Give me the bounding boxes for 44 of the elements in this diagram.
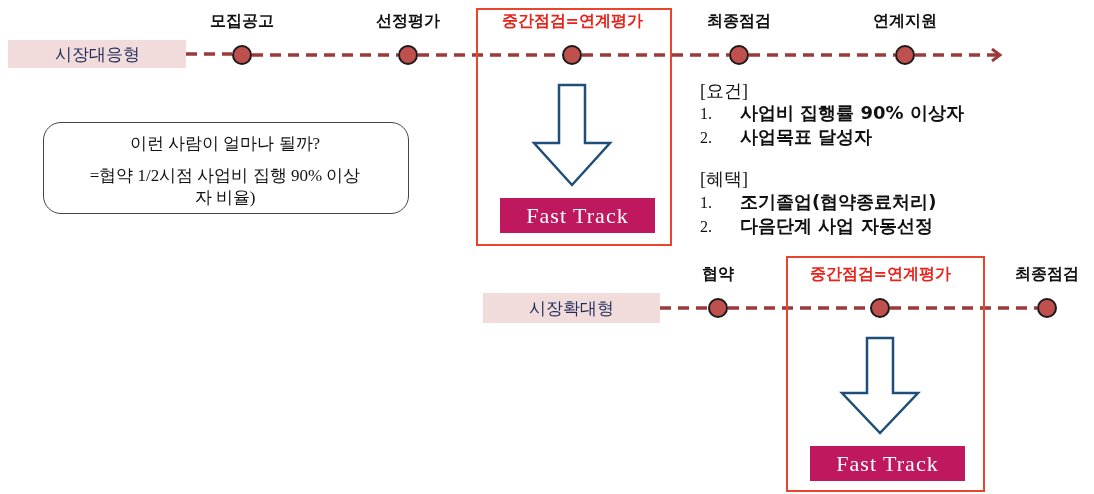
timeline-line <box>890 306 1037 310</box>
timeline-line <box>252 53 398 57</box>
list-number: 1. <box>700 104 712 124</box>
block-arrow <box>839 336 921 435</box>
list-number: 2. <box>700 128 712 148</box>
section-heading: [혜택] <box>700 168 748 190</box>
milestone-label: 연계지원 <box>873 11 937 31</box>
note-text: 이런 사람이 얼마나 될까? <box>128 133 322 155</box>
note-box <box>43 122 409 214</box>
list-item: 사업목표 달성자 <box>740 125 873 149</box>
list-number: 2. <box>700 217 712 237</box>
stage-tag: 시장확대형 <box>483 293 660 323</box>
block-arrow <box>531 83 613 187</box>
milestone-label: 중간점검=연계평가 <box>809 264 951 284</box>
milestone-dot <box>729 45 749 65</box>
milestone-label: 최종점검 <box>1015 264 1079 284</box>
milestone-label: 최종점검 <box>707 11 771 31</box>
milestone-dot <box>562 45 582 65</box>
stage-tag: 시장대응형 <box>8 40 186 68</box>
fast-track-badge: Fast Track <box>500 198 655 233</box>
note-text: =협약 1/2시점 사업비 집행 90% 이상자 비율) <box>89 165 361 209</box>
highlight-frame <box>476 8 672 246</box>
milestone-dot <box>708 298 728 318</box>
highlight-frame <box>786 256 985 492</box>
milestone-dot <box>232 45 252 65</box>
milestone-label: 협약 <box>702 264 734 284</box>
milestone-dot <box>895 45 915 65</box>
timeline-line <box>186 52 232 56</box>
milestone-dot <box>870 298 890 318</box>
list-item: 조기졸업(협약종료처리) <box>740 190 937 214</box>
timeline-arrow <box>915 47 1002 63</box>
list-item: 사업비 집행률 90% 이상자 <box>740 101 964 125</box>
section-heading: [요건] <box>700 80 748 102</box>
milestone-label: 중간점검=연계평가 <box>501 11 643 31</box>
list-item: 다음단계 사업 자동선정 <box>740 214 933 238</box>
timeline-line <box>749 53 895 57</box>
milestone-label: 모집공고 <box>210 11 274 31</box>
timeline-line <box>582 53 729 57</box>
fast-track-badge: Fast Track <box>810 446 965 481</box>
milestone-label: 선정평가 <box>376 11 440 31</box>
milestone-dot <box>1037 298 1057 318</box>
milestone-dot <box>398 45 418 65</box>
timeline-line <box>660 306 708 310</box>
list-number: 1. <box>700 193 712 213</box>
